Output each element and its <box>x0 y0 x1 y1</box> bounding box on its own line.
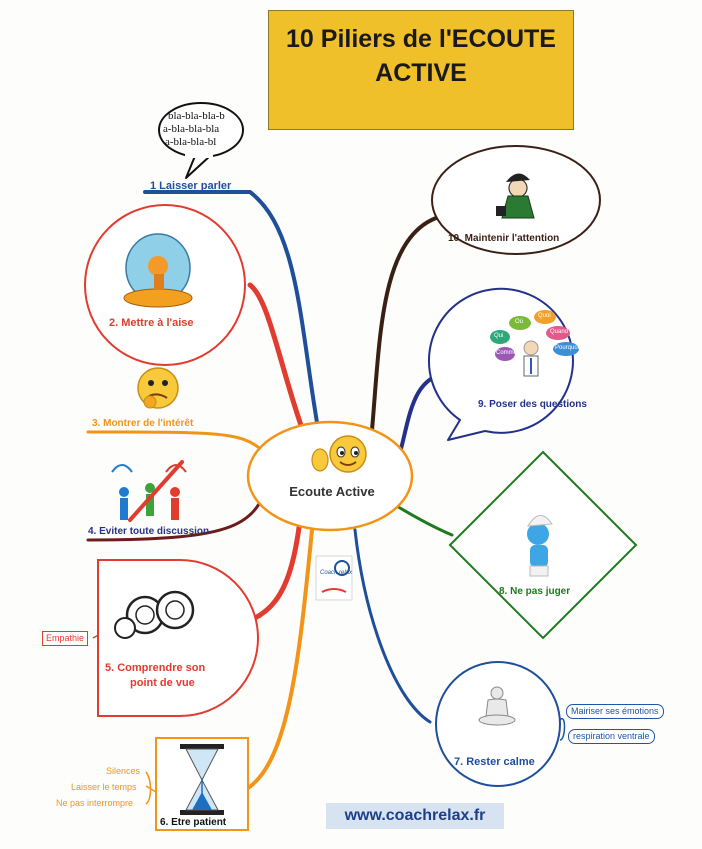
branch-label-6: 6. Etre patient <box>160 817 227 828</box>
subtopic-empathy: Empathie <box>42 631 89 646</box>
calm-connector <box>559 717 566 741</box>
subtopic-mairiser-emotions: Mairiser ses émotions <box>566 704 664 719</box>
branch-link-2 <box>247 282 311 448</box>
thinking-face-icon <box>137 367 179 409</box>
question-word-2: Quand <box>550 329 569 335</box>
logo-text: Coach relax <box>320 570 353 576</box>
smurf-icon <box>527 515 553 577</box>
branch-label-5-line-1: 5. Comprendre son <box>105 662 206 674</box>
branch-link-1 <box>143 190 322 442</box>
branch-link-7 <box>353 528 432 724</box>
question-word-5: Comment <box>496 350 523 356</box>
subtopic-laisser-le-temps: Laisser le temps <box>71 782 137 792</box>
branch-link-10 <box>370 216 438 432</box>
branch-label-5-line-2: point de vue <box>130 677 195 689</box>
hourglass-icon <box>180 744 224 815</box>
branch-link-8 <box>393 503 454 537</box>
snow-globe-icon <box>123 233 193 308</box>
center-node <box>246 420 414 532</box>
branch-label-8: 8. Ne pas juger <box>499 586 571 597</box>
question-word-3: Quoi <box>538 313 551 319</box>
branch-link-3 <box>86 430 264 452</box>
website-url: www.coachrelax.fr <box>326 803 504 829</box>
branch-label-9: 9. Poser des questions <box>478 399 587 410</box>
no-discussion-icon <box>111 460 187 522</box>
bubble-text-1: bla-bla-bla-b <box>168 110 225 122</box>
waving-smiley-icon <box>311 435 367 473</box>
title-line-2: ACTIVE <box>375 59 467 87</box>
binoculars-icon <box>114 590 195 639</box>
branch-label-2: 2. Mettre à l'aise <box>109 317 194 329</box>
branch-label-3: 3. Montrer de l'intérêt <box>92 418 194 429</box>
subtopic-respiration-ventrale: respiration ventrale <box>568 729 655 744</box>
subtopic-silences: Silences <box>106 766 141 776</box>
branch-label-10: 10. Maintenir l'attention <box>448 233 560 244</box>
coach-relax-logo <box>315 555 353 601</box>
speech-bubble-icon <box>158 102 244 179</box>
meditation-icon <box>478 686 516 726</box>
branch-node-9 <box>427 287 574 441</box>
question-word-1: Qui <box>494 333 504 339</box>
center-label: Ecoute Active <box>289 484 375 499</box>
question-bubbles-icon <box>490 310 579 377</box>
question-word-6: Pourquoi <box>555 345 580 351</box>
bubble-text-2: a-bla-bla-bla <box>163 123 220 135</box>
cartoon-character-icon <box>496 173 535 219</box>
bubble-text-3: a-bla-bla-bl <box>165 136 217 148</box>
title-line-1: 10 Piliers de l'ECOUTE <box>286 25 556 53</box>
question-word-4: Où <box>515 319 524 325</box>
subtopic-ne-pas-interrompre: Ne pas interrompre <box>56 798 134 808</box>
branch-label-1: 1 Laisser parler <box>150 180 232 192</box>
patience-connector <box>145 771 157 805</box>
title-banner: 10 Piliers de l'ECOUTE ACTIVE <box>268 10 574 130</box>
branch-label-4: 4. Eviter toute discussion <box>88 526 210 537</box>
branch-link-6 <box>246 528 314 790</box>
branch-label-7: 7. Rester calme <box>454 756 535 768</box>
